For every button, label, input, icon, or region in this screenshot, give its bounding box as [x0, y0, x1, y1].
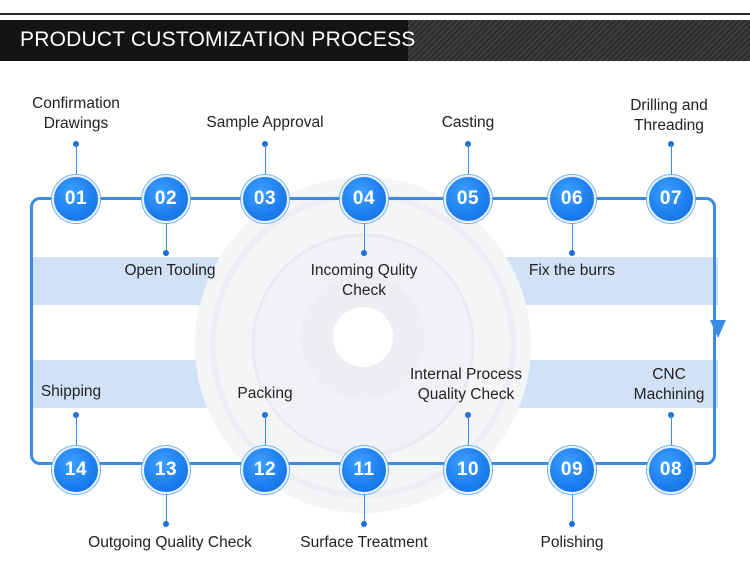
step-label: Open Tooling [124, 262, 216, 279]
step-badge: 14 [52, 446, 100, 494]
connector-dot [569, 521, 575, 527]
step-label: Internal Process Quality Check [410, 366, 522, 403]
connector-dot [569, 250, 575, 256]
header-title-tab [0, 20, 408, 61]
step-label: Drilling and Threading [630, 97, 708, 134]
connector-stem [571, 494, 573, 524]
connector-dot [163, 250, 169, 256]
step-label: Sample Approval [206, 114, 324, 131]
step-label: Confirmation Drawings [32, 95, 120, 132]
page-title: PRODUCT CUSTOMIZATION PROCESS [20, 28, 416, 51]
step-label: Packing [237, 385, 293, 402]
connector-stem [363, 223, 365, 253]
flow-arrow-down-icon [710, 320, 726, 338]
step-badge: 01 [52, 175, 100, 223]
connector-stem [165, 223, 167, 253]
step-badge: 08 [647, 446, 695, 494]
connector-stem [75, 144, 77, 175]
connector-dot [163, 521, 169, 527]
step-label: Casting [441, 114, 495, 131]
connector-stem [264, 415, 266, 446]
step-badge: 03 [241, 175, 289, 223]
step-label: Fix the burrs [528, 262, 616, 279]
connector-stem [571, 223, 573, 253]
step-label: Surface Treatment [300, 534, 428, 551]
connector-stem [75, 415, 77, 446]
connector-stem [165, 494, 167, 524]
connector-stem [670, 415, 672, 446]
step-badge: 11 [340, 446, 388, 494]
step-badge: 07 [647, 175, 695, 223]
step-badge: 12 [241, 446, 289, 494]
step-badge: 10 [444, 446, 492, 494]
step-label: Incoming Qulity Check [310, 262, 418, 299]
step-badge: 09 [548, 446, 596, 494]
top-divider-line [0, 13, 750, 15]
connector-stem [670, 144, 672, 175]
step-badge: 04 [340, 175, 388, 223]
step-label: Outgoing Quality Check [88, 534, 252, 551]
step-badge: 05 [444, 175, 492, 223]
step-badge: 06 [548, 175, 596, 223]
step-label: Polishing [540, 534, 604, 551]
connector-stem [467, 415, 469, 446]
step-label: Shipping [40, 383, 102, 400]
connector-stem [264, 144, 266, 175]
step-badge: 02 [142, 175, 190, 223]
background-wheel-watermark [195, 177, 531, 513]
connector-dot [361, 521, 367, 527]
step-label: CNC Machining [633, 366, 705, 403]
connector-stem [467, 144, 469, 175]
step-badge: 13 [142, 446, 190, 494]
connector-dot [361, 250, 367, 256]
process-loop-path [30, 197, 716, 465]
connector-stem [363, 494, 365, 524]
